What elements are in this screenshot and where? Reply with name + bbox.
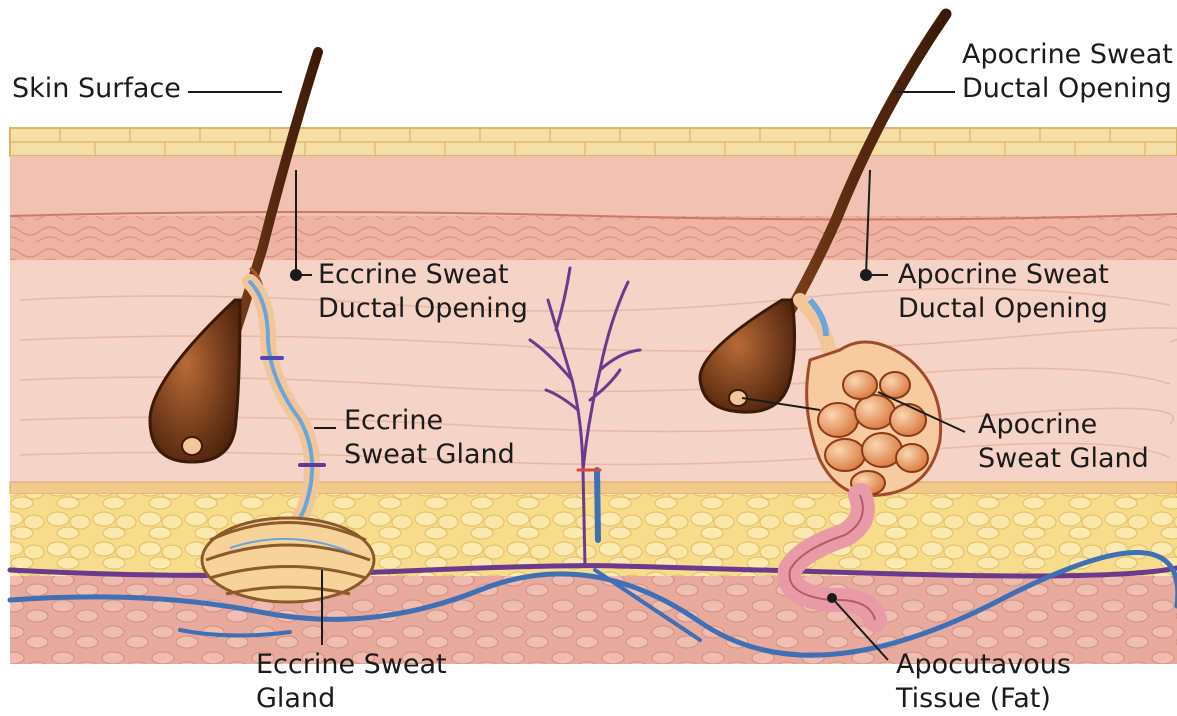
eccrine-gland-coil <box>202 518 374 602</box>
skin-surface-label: Skin Surface <box>12 72 181 106</box>
apocrine-ductal-opening-label: Apocrine Sweat Ductal Opening <box>898 258 1109 326</box>
papillary-dermis <box>10 216 1177 260</box>
eccrine-sweat-gland-label: Eccrine Sweat Gland <box>344 404 515 472</box>
eccrine-ductal-opening-label: Eccrine Sweat Ductal Opening <box>318 258 528 326</box>
apocrine-sweat-gland-label: Apocrine Sweat Gland <box>978 408 1149 476</box>
fat-tissue-label: Apocutavous Tissue (Fat) <box>896 648 1071 716</box>
epidermis-lower-layer <box>10 156 1177 216</box>
eccrine-sweat-gland-bottom-label: Eccrine Sweat Gland <box>256 648 447 716</box>
apocrine-ductal-opening-top-label: Apocrine Sweat Ductal Opening <box>962 38 1173 106</box>
